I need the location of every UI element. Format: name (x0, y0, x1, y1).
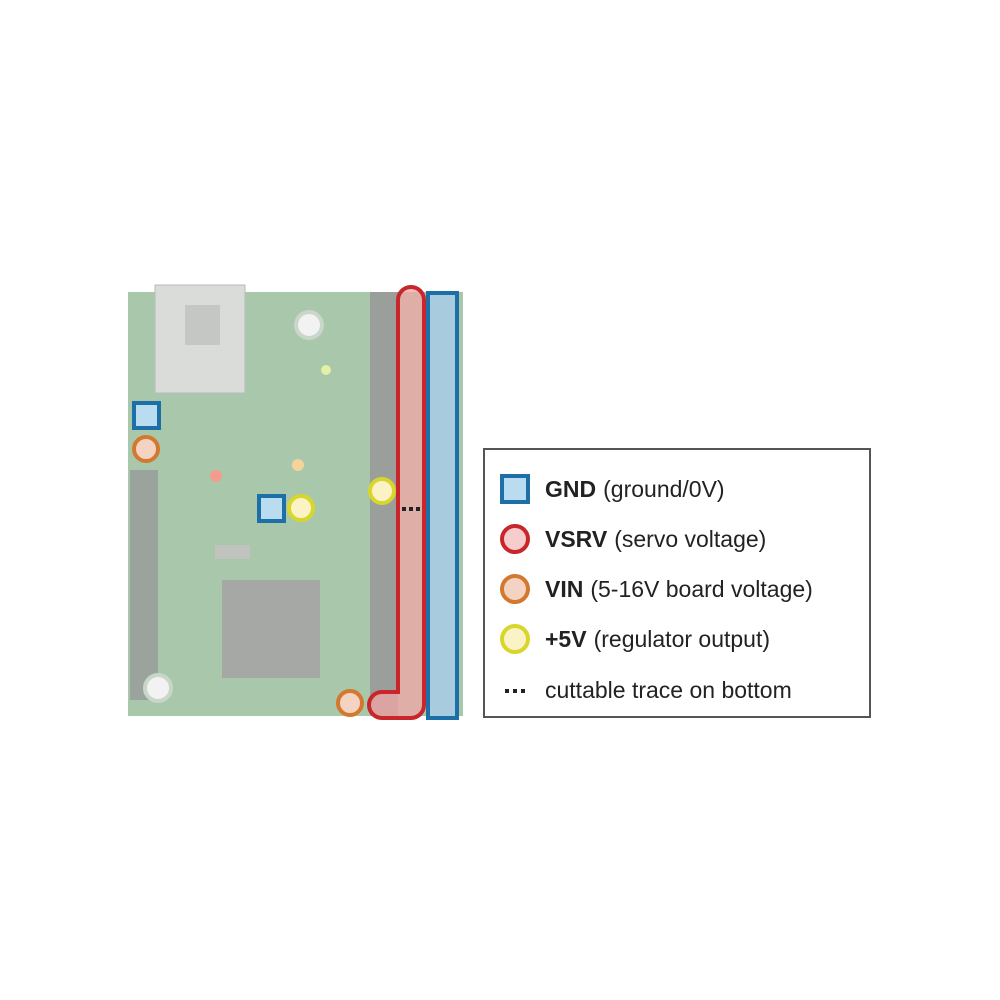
legend-desc: (ground/0V) (603, 475, 725, 502)
red-led (210, 470, 222, 482)
mounting-hole (294, 310, 324, 340)
legend-key: GND (545, 475, 597, 502)
vsrv-circle-icon (500, 524, 530, 554)
legend-key: VSRV (545, 525, 608, 552)
gnd-square-icon (500, 474, 530, 504)
component (215, 545, 250, 559)
legend-key: +5V (545, 625, 587, 652)
vin-marker (336, 689, 364, 717)
legend-item-gnd: GND(ground/0V) (499, 471, 725, 507)
legend-key: VIN (545, 575, 584, 602)
legend-desc: (regulator output) (593, 625, 771, 652)
legend-item-5v: +5V(regulator output) (499, 621, 770, 657)
gnd-marker (132, 401, 161, 430)
legend-desc: cuttable trace on bottom (545, 676, 792, 703)
legend-item-cuttable-trace: cuttable trace on bottom (499, 672, 792, 708)
gnd-marker (257, 494, 286, 523)
5v-marker (368, 477, 396, 505)
gnd-rail-outline (426, 291, 459, 720)
microcontroller-chip (222, 580, 320, 678)
mounting-hole (143, 673, 173, 703)
legend-item-vin: VIN(5-16V board voltage) (499, 571, 813, 607)
legend-desc: (servo voltage) (614, 525, 767, 552)
cuttable-trace-dots (402, 507, 420, 511)
legend-item-vsrv: VSRV(servo voltage) (499, 521, 766, 557)
5v-marker (287, 494, 315, 522)
vsrv-rail-outline (367, 285, 426, 720)
vin-marker (132, 435, 160, 463)
green-led (321, 365, 331, 375)
5v-circle-icon (500, 624, 530, 654)
dots-icon (505, 689, 525, 693)
legend-desc: (5-16V board voltage) (590, 575, 813, 602)
usb-connector (154, 284, 246, 394)
vin-circle-icon (500, 574, 530, 604)
yellow-led (292, 459, 304, 471)
left-header (130, 470, 158, 700)
legend: GND(ground/0V) VSRV(servo voltage) VIN(5… (483, 448, 871, 718)
